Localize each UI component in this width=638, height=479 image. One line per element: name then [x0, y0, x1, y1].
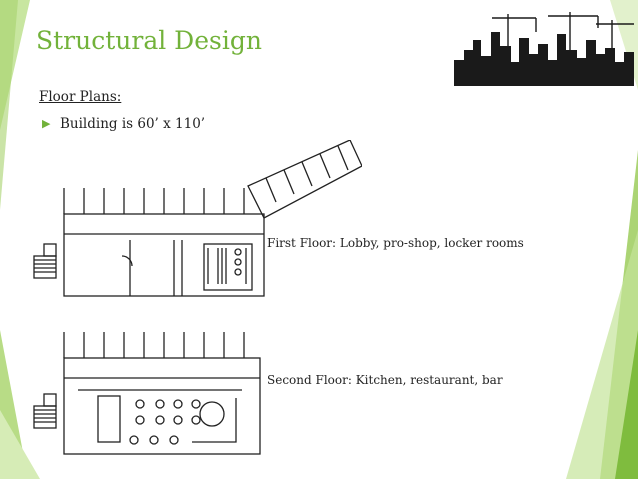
- skyline-icon: [454, 12, 634, 86]
- floor-plans-heading: Floor Plans:: [39, 89, 122, 105]
- bullet-text: Building is 60’ x 110’: [60, 116, 206, 132]
- first-floor-caption: First Floor: Lobby, pro-shop, locker roo…: [267, 236, 524, 250]
- second-floor-plan: [33, 332, 261, 455]
- second-floor-caption: Second Floor: Kitchen, restaurant, bar: [267, 373, 503, 387]
- slide-title: Structural Design: [36, 26, 262, 55]
- bullet-arrow-icon: ▶: [42, 117, 51, 130]
- bullet-building-size: ▶ Building is 60’ x 110’: [42, 116, 205, 132]
- first-floor-plan: [33, 140, 362, 297]
